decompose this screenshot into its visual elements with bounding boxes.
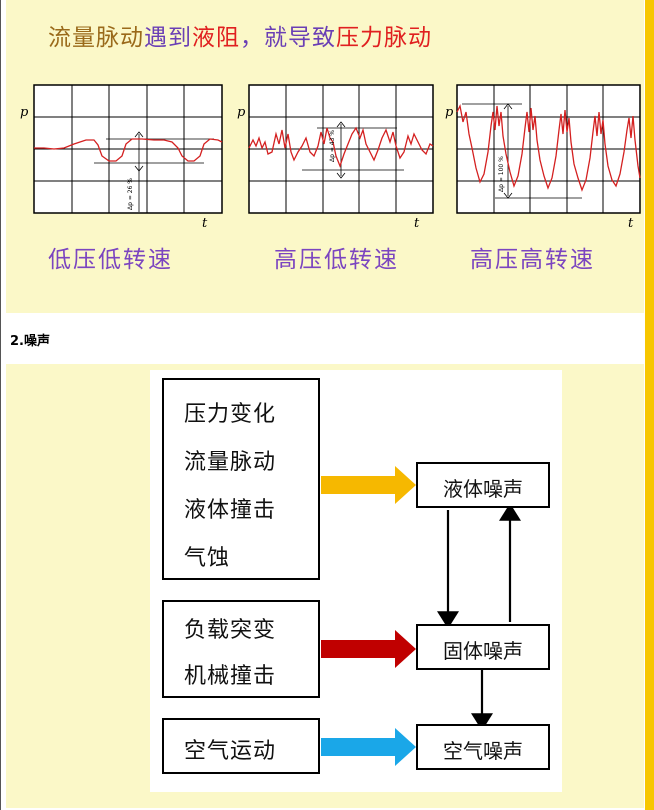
plot-caption-3: 高压高转速 bbox=[470, 247, 595, 273]
red-arrow bbox=[321, 630, 416, 668]
plot-xlabel: t bbox=[628, 216, 634, 231]
source-line: 机械撞击 bbox=[184, 664, 277, 689]
plot-ylabel: p bbox=[237, 105, 246, 120]
source-line: 气蚀 bbox=[184, 546, 231, 571]
slide-title: 流量脉动遇到液阻，就导致压力脉动 bbox=[48, 18, 432, 52]
noise-diagram: 压力变化 流量脉动 液体撞击 气蚀 负载突变 机械撞击 空气运动 液体噪声 固体… bbox=[150, 370, 562, 792]
title-segment-3: 液阻 bbox=[192, 25, 240, 51]
source-line: 负载突变 bbox=[184, 618, 277, 643]
section-heading: 2.噪声 bbox=[10, 334, 50, 349]
yellow-arrow bbox=[321, 466, 416, 504]
plot-caption-1: 低压低转速 bbox=[48, 247, 173, 273]
title-segment-1: 流量脉动 bbox=[48, 25, 144, 51]
noise-label: 固体噪声 bbox=[443, 639, 523, 663]
noise-box-air: 空气噪声 bbox=[416, 724, 550, 770]
plot-annotation: Δp = 43 % bbox=[329, 130, 336, 162]
source-line: 液体撞击 bbox=[184, 498, 277, 523]
plot-annotation: Δp = 26 % bbox=[127, 178, 134, 210]
plot-annotation: Δp = 100 % bbox=[498, 156, 505, 192]
title-segment-4: ，就导致 bbox=[240, 25, 336, 51]
pressure-plot-low-low: p Δp = 26 % t bbox=[14, 82, 230, 232]
pressure-plot-high-high: p Δp = 100 % t bbox=[440, 82, 644, 232]
source-line: 压力变化 bbox=[184, 402, 277, 427]
source-line: 流量脉动 bbox=[184, 450, 277, 475]
right-border-bar bbox=[645, 0, 654, 810]
noise-box-solid: 固体噪声 bbox=[416, 624, 550, 670]
source-box-mechanical: 负载突变 机械撞击 bbox=[162, 600, 320, 698]
blue-arrow bbox=[321, 728, 416, 766]
noise-label: 液体噪声 bbox=[443, 477, 523, 501]
plot-xlabel: t bbox=[414, 216, 420, 231]
title-segment-2: 遇到 bbox=[144, 25, 192, 51]
noise-box-liquid: 液体噪声 bbox=[416, 462, 550, 508]
noise-label: 空气噪声 bbox=[443, 739, 523, 763]
source-box-hydraulic: 压力变化 流量脉动 液体撞击 气蚀 bbox=[162, 378, 320, 580]
plot-ylabel: p bbox=[445, 105, 454, 120]
plot-caption-2: 高压低转速 bbox=[274, 247, 399, 273]
source-line: 空气运动 bbox=[184, 739, 277, 764]
plot-xlabel: t bbox=[202, 216, 208, 231]
title-segment-5: 压力脉动 bbox=[336, 25, 432, 51]
plot-ylabel: p bbox=[20, 105, 29, 120]
pressure-plot-high-low: p Δp = 43 % t bbox=[232, 82, 438, 232]
source-box-air: 空气运动 bbox=[162, 718, 320, 774]
